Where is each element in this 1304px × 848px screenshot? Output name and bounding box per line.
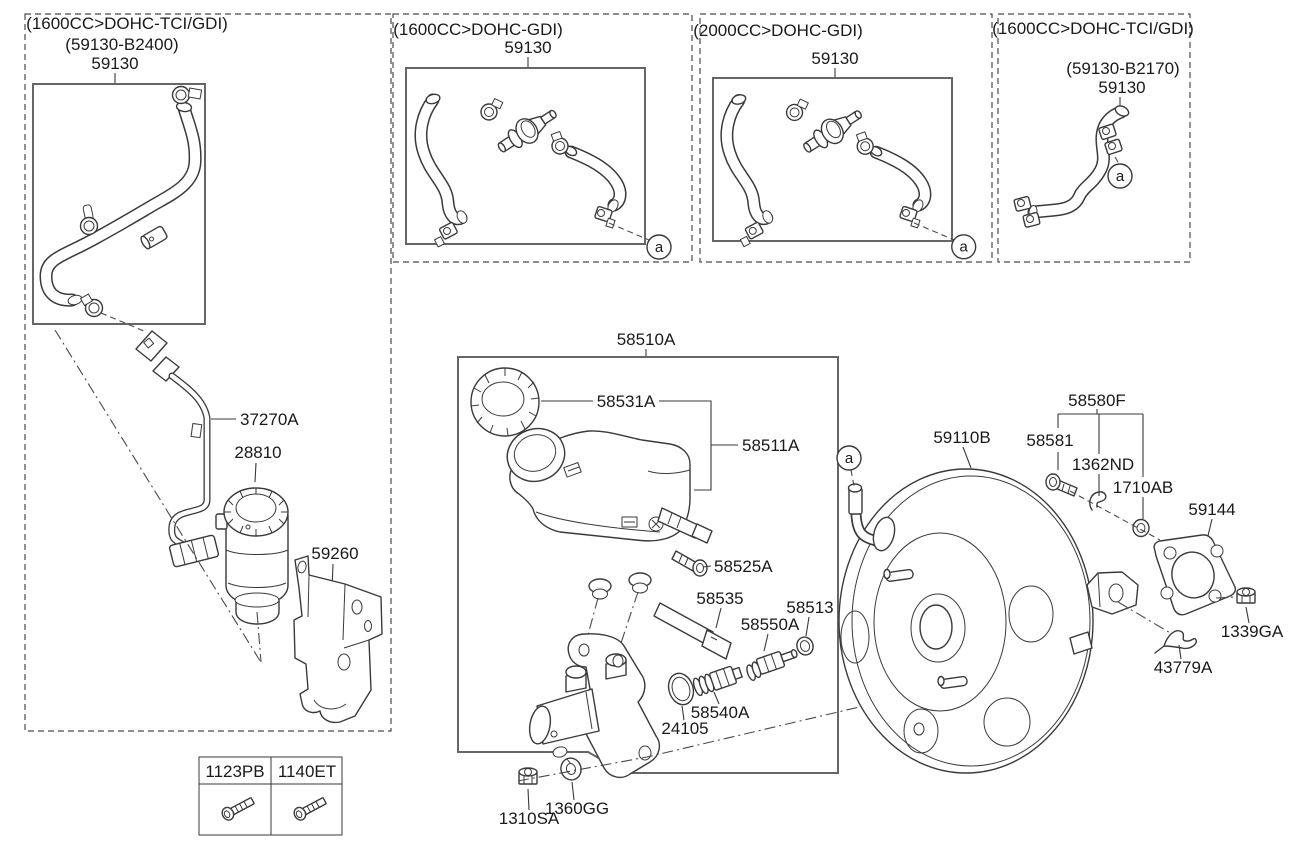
master-cylinder-body-drawing xyxy=(528,633,661,779)
booster-gasket-drawing: 59144 xyxy=(1153,500,1237,616)
vapor-hose-b2170-drawing: a xyxy=(1013,105,1133,228)
brake-booster-drawing: 59110B xyxy=(836,428,1139,774)
part-label-58550A: 58550A xyxy=(741,615,800,634)
panel-1600cc-tci-gdi-right: (1600CC>DOHC-TCI/GDI) (59130-B2170) 5913… xyxy=(992,13,1194,263)
part-label-58531A: 58531A xyxy=(597,392,656,411)
hose-connector-stub-icon xyxy=(140,225,168,250)
callout-a-letter: a xyxy=(845,450,854,467)
part-label-1339GA: 1339GA xyxy=(1221,622,1284,641)
hose-clip-drawing xyxy=(1089,491,1107,511)
part-label-58525A: 58525A xyxy=(714,557,773,576)
screw-clamp-icon xyxy=(79,204,99,236)
reservoir-cap-drawing xyxy=(470,367,540,437)
part-label-58580F: 58580F xyxy=(1068,391,1126,410)
master-cylinder-assembly-box: 58510A 58531A 58511A xyxy=(457,330,839,779)
part-label-58535: 58535 xyxy=(696,589,743,608)
screw-clamp-icon xyxy=(80,293,104,318)
panel1-subtitle: (59130-B2400) xyxy=(65,35,178,54)
panel2-title: (1600CC>DOHC-GDI) xyxy=(393,20,563,39)
flange-nut-drawing xyxy=(518,767,538,785)
panel4-part-number: 59130 xyxy=(1098,78,1145,97)
reservoir-outlet-stub xyxy=(657,507,713,544)
part-label-1362ND: 1362ND xyxy=(1072,455,1134,474)
o-ring-drawing xyxy=(667,672,695,706)
part-label-58581: 58581 xyxy=(1026,431,1073,450)
secondary-piston-drawing xyxy=(746,649,798,682)
spring-washer-drawing xyxy=(560,757,582,781)
panel-1600cc-tci-gdi-left: (1600CC>DOHC-TCI/GDI) (59130-B2400) 5913… xyxy=(24,13,392,732)
part-label-58540A: 58540A xyxy=(691,703,750,722)
snap-ring-drawing xyxy=(796,636,814,656)
part-label-59144: 59144 xyxy=(1188,500,1235,519)
part-label-58510A: 58510A xyxy=(617,330,676,349)
part-label-1710AB: 1710AB xyxy=(1113,478,1174,497)
reservoir-screw-drawing xyxy=(671,550,708,577)
part-label-1360GG: 1360GG xyxy=(545,799,609,818)
multi-pin-connector-icon xyxy=(168,534,220,568)
hose-connector-wiring-drawing xyxy=(135,330,220,568)
part-label-58513: 58513 xyxy=(786,598,833,617)
panel4-subtitle: (59130-B2170) xyxy=(1066,59,1179,78)
part-label-1310SA: 1310SA xyxy=(499,809,560,828)
fitting-group-58580F: 58580F 58581 1362ND 1710AB xyxy=(1026,391,1174,541)
panel4-title: (1600CC>DOHC-TCI/GDI) xyxy=(992,19,1194,38)
grommet-icons xyxy=(578,572,652,669)
plain-washer-drawing xyxy=(1132,518,1150,538)
panel1-title: (1600CC>DOHC-TCI/GDI) xyxy=(26,14,228,33)
vacuum-pump-drawing xyxy=(215,487,289,663)
table-header-1140ET: 1140ET xyxy=(278,762,336,781)
callout-a: a xyxy=(1107,163,1133,189)
panel1-part-number: 59130 xyxy=(91,54,138,73)
vacuum-hose-drawing xyxy=(39,85,203,332)
retainer-clip-drawing xyxy=(1154,630,1197,654)
reservoir-drawing xyxy=(506,427,713,544)
part-label-24105: 24105 xyxy=(661,719,708,738)
part-label-59110B: 59110B xyxy=(933,428,990,447)
part-label-28810: 28810 xyxy=(234,443,281,462)
bolt-icon xyxy=(221,797,255,821)
pump-bracket-drawing xyxy=(293,555,383,724)
fastener-table: 1123PB 1140ET xyxy=(198,756,343,836)
screw-clamp-icon xyxy=(1013,195,1041,228)
booster-face-recesses xyxy=(840,585,1054,754)
panel3-title: (2000CC>DOHC-GDI) xyxy=(693,21,863,40)
panel-1600cc-gdi: (1600CC>DOHC-GDI) 59130 xyxy=(392,13,693,262)
booster-stud-icons xyxy=(883,568,968,689)
booster-nut-drawing xyxy=(1236,587,1256,604)
panel-2000cc-gdi: (2000CC>DOHC-GDI) 59130 xyxy=(693,13,993,262)
part-label-43779A: 43779A xyxy=(1154,658,1213,677)
bolt-icon xyxy=(293,797,327,821)
booster-vacuum-nipple xyxy=(847,483,896,552)
part-label-58511A: 58511A xyxy=(742,436,800,455)
spacer-bar-drawing xyxy=(653,602,732,660)
hose-clamp-icon xyxy=(171,85,203,105)
booster-clevis-lug xyxy=(1069,571,1139,655)
callout-a: a xyxy=(836,445,862,471)
part-label-59260: 59260 xyxy=(311,544,358,563)
table-header-1123PB: 1123PB xyxy=(205,762,264,781)
panel2-part-number: 59130 xyxy=(504,38,551,57)
part-label-37270A: 37270A xyxy=(240,410,299,429)
cap-knurl xyxy=(470,368,540,437)
panel3-part-number: 59130 xyxy=(811,49,858,68)
primary-piston-drawing xyxy=(692,665,743,697)
callout-a-letter: a xyxy=(1116,168,1125,185)
screw-clamp-icon xyxy=(1104,138,1123,156)
screw-clamp-icon xyxy=(1098,123,1117,141)
